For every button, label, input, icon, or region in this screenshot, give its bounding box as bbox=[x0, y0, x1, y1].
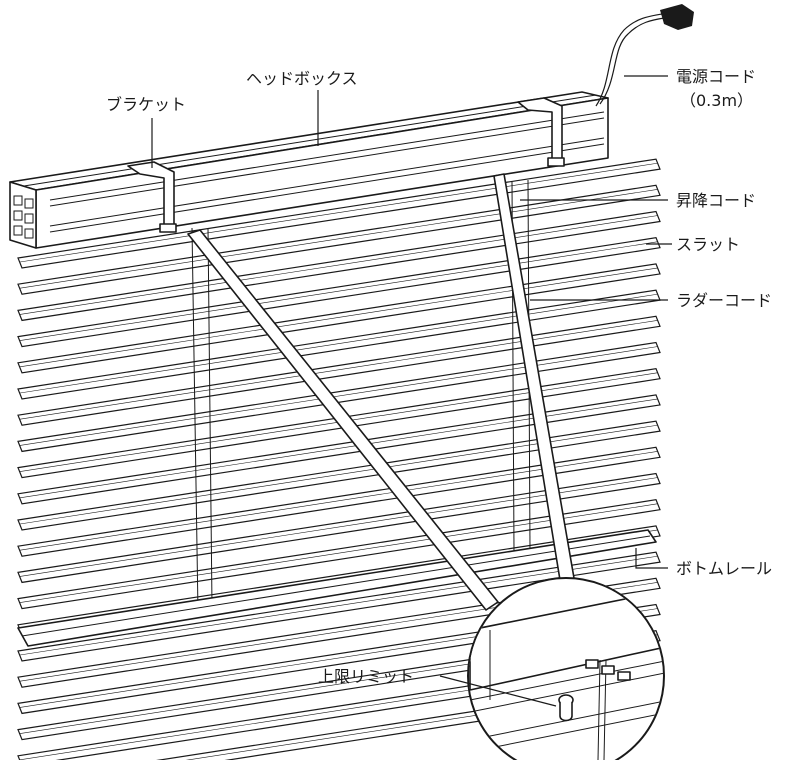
power-cord-label: 電源コード bbox=[676, 67, 756, 86]
slat-edge bbox=[19, 189, 659, 289]
slat bbox=[17, 237, 661, 348]
bracket-left bbox=[127, 161, 177, 233]
slat-edge bbox=[19, 320, 659, 420]
slat-edge bbox=[19, 162, 659, 263]
slat bbox=[17, 341, 661, 453]
slat-edge bbox=[19, 346, 659, 446]
head-box-label: ヘッドボックス bbox=[246, 69, 358, 88]
power-cord-length-label: （0.3m） bbox=[680, 91, 753, 110]
slat bbox=[17, 315, 661, 426]
slat bbox=[17, 263, 661, 374]
slat bbox=[17, 551, 661, 662]
slat-edge bbox=[19, 293, 659, 394]
upper-limit-label: 上限リミット bbox=[318, 667, 414, 686]
slat-edge bbox=[19, 398, 659, 499]
slat bbox=[17, 472, 661, 584]
magnified-detail bbox=[467, 577, 665, 760]
slat bbox=[17, 420, 661, 531]
bottom-rail-label: ボトムレール bbox=[676, 559, 772, 578]
bracket-label: ブラケット bbox=[106, 95, 186, 114]
slat-edge bbox=[19, 424, 659, 525]
lift-cord-label: 昇降コード bbox=[676, 191, 756, 210]
slat-edge bbox=[19, 215, 659, 315]
head-box bbox=[9, 91, 609, 249]
bracket-right bbox=[517, 97, 565, 167]
label-leaders bbox=[151, 75, 672, 707]
slat-edge bbox=[19, 241, 659, 341]
power-cord bbox=[595, 13, 665, 107]
slat bbox=[17, 394, 661, 505]
slat-edge bbox=[19, 555, 659, 656]
slat-edge bbox=[19, 267, 659, 368]
bottom-rail bbox=[17, 529, 657, 647]
slat bbox=[17, 210, 661, 322]
slat bbox=[17, 446, 661, 557]
slat-label: スラット bbox=[676, 235, 740, 254]
power-plug-icon bbox=[660, 4, 694, 30]
ladder-cord-label: ラダーコード bbox=[676, 291, 772, 310]
